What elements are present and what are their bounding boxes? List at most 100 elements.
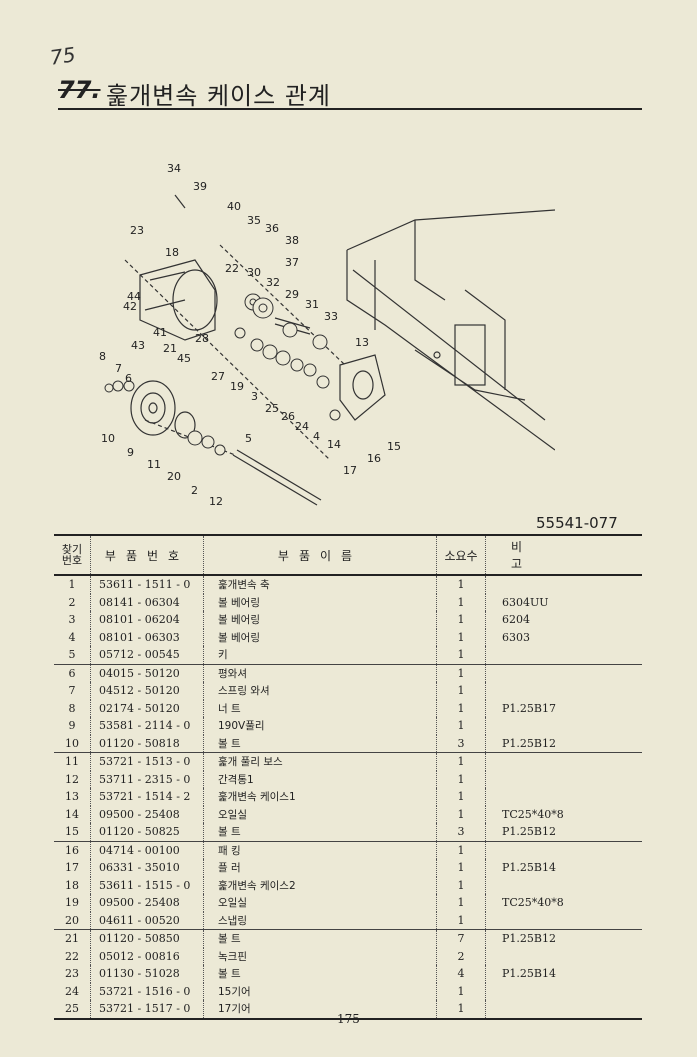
row-part-name: 훑개 풀리 보스 — [203, 752, 437, 771]
row-remarks: P1.25B14 — [502, 967, 556, 981]
row-part-name: 오일실 — [203, 805, 437, 823]
row-part-number: 08101 - 06303 — [90, 628, 204, 646]
row-find-number: 17 — [65, 861, 79, 875]
row-find-number: 23 — [65, 967, 79, 981]
row-part-name: 간격통1 — [203, 770, 437, 788]
row-part-name: 플 러 — [203, 859, 437, 877]
row-quantity: 7 — [436, 929, 486, 948]
callout-8: 8 — [99, 350, 106, 363]
section-number: 77. — [58, 76, 101, 104]
callout-38: 38 — [285, 234, 299, 247]
row-remarks — [486, 575, 643, 594]
handwritten-page-note: 75 — [48, 42, 77, 70]
row-part-name: 너 트 — [203, 699, 437, 717]
row-part-number: 09500 - 25408 — [90, 805, 204, 823]
row-quantity: 1 — [436, 911, 486, 930]
row-part-number: 04611 - 00520 — [90, 911, 204, 930]
row-remarks — [485, 1000, 642, 1020]
row-part-number: 08101 - 06204 — [90, 611, 204, 629]
row-find-number: 8 — [68, 701, 76, 715]
callout-27: 27 — [211, 370, 225, 383]
row-remarks — [486, 664, 643, 682]
callout-23: 23 — [130, 224, 144, 237]
row-part-name: 오일실 — [203, 894, 437, 912]
callout-4: 4 — [313, 430, 320, 443]
row-part-number: 53711 - 2315 - 0 — [90, 770, 204, 788]
callout-14: 14 — [327, 438, 341, 451]
row-part-number: 01120 - 50850 — [90, 929, 204, 948]
row-find-number: 15 — [54, 823, 91, 842]
row-quantity: 1 — [436, 876, 486, 894]
callout-44: 44 — [127, 290, 141, 303]
page-number: — 175 — — [321, 1012, 376, 1026]
row-find-number: 12 — [65, 772, 79, 786]
row-part-number: 09500 - 25408 — [90, 894, 204, 912]
row-find-number: 24 — [65, 984, 79, 998]
row-part-name: 볼 베어링 — [203, 593, 437, 611]
row-quantity: 1 — [436, 717, 486, 735]
row-quantity: 1 — [436, 770, 486, 788]
callout-18: 18 — [165, 246, 179, 259]
row-part-number: 06331 - 35010 — [90, 859, 204, 877]
callout-35: 35 — [247, 214, 261, 227]
row-find-number: 5 — [54, 646, 91, 665]
row-quantity: 3 — [436, 734, 486, 753]
callout-43: 43 — [131, 339, 145, 352]
row-part-number: 53581 - 2114 - 0 — [90, 717, 204, 735]
row-part-name: 190V풀리 — [203, 717, 437, 735]
row-part-name: 스프링 와셔 — [203, 682, 437, 700]
row-part-name: 볼 트 — [203, 734, 437, 753]
callout-37: 37 — [285, 256, 299, 269]
row-part-name: 볼 트 — [203, 823, 437, 842]
row-remarks — [486, 771, 643, 789]
row-part-name: 볼 트 — [203, 929, 437, 948]
callout-30: 30 — [247, 266, 261, 279]
callout-28: 28 — [195, 332, 209, 345]
row-part-number: 04512 - 50120 — [90, 682, 204, 700]
row-find-number: 6 — [68, 666, 76, 680]
row-quantity: 1 — [436, 611, 486, 629]
callout-6: 6 — [125, 372, 132, 385]
row-part-name: 훑개변속 축 — [203, 575, 437, 594]
callout-25: 25 — [265, 402, 279, 415]
row-quantity: 1 — [436, 841, 486, 859]
row-remarks: TC25*40*8 — [502, 896, 564, 910]
row-quantity: 1 — [436, 859, 486, 877]
row-quantity: 1 — [436, 593, 486, 611]
row-find-number: 7 — [68, 684, 76, 698]
row-remarks: 6204 — [502, 613, 530, 627]
row-find-number: 3 — [68, 613, 76, 627]
row-remarks: 6303 — [502, 630, 530, 644]
row-quantity: 1 — [436, 628, 486, 646]
row-part-number: 53721 - 1514 - 2 — [90, 788, 204, 806]
row-remarks: P1.25B14 — [502, 861, 556, 875]
callout-29: 29 — [285, 288, 299, 301]
row-find-number: 11 — [65, 755, 79, 769]
callout-31: 31 — [305, 298, 319, 311]
header-quantity: 소요수 — [436, 534, 486, 576]
callout-19: 19 — [230, 380, 244, 393]
callout-20: 20 — [167, 470, 181, 483]
row-part-number: 01120 - 50818 — [90, 734, 204, 753]
callout-36: 36 — [265, 222, 279, 235]
row-remarks: P1.25B17 — [502, 701, 556, 715]
row-remarks: TC25*40*8 — [502, 807, 564, 821]
row-find-number: 14 — [65, 807, 79, 821]
row-quantity: 1 — [436, 699, 486, 717]
callout-17: 17 — [343, 464, 357, 477]
